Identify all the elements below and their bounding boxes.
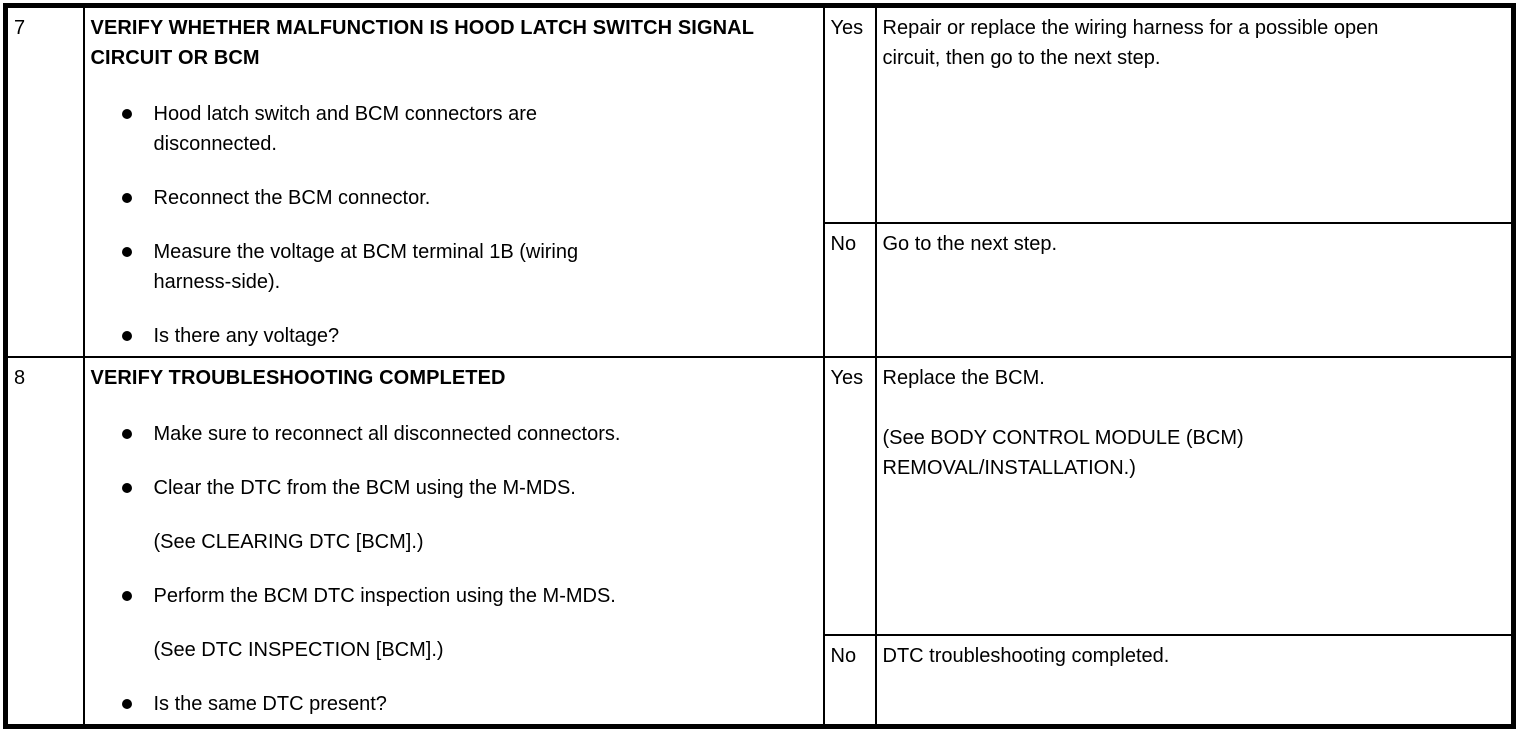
result-text: Repair or replace the wiring harness for… [882, 17, 1379, 69]
step7-number-cell: 7 [4, 4, 85, 358]
step8-number-cell: 8 [4, 356, 85, 728]
table-row: No DTC troubleshooting completed. [6, 634, 1515, 728]
list-item-text: Perform the BCM DTC inspection using the… [153, 585, 616, 607]
list-item: Perform the BCM DTC inspection using the… [121, 581, 817, 611]
bullet-icon [121, 247, 132, 257]
table-row: 8 VERIFY TROUBLESHOOTING COMPLETED Make … [4, 355, 1515, 728]
step7-yes-action-cell: Repair or replace the wiring harness for… [874, 4, 1515, 225]
bullet-icon [121, 483, 132, 493]
step7-title: VERIFY WHETHER MALFUNCTION IS HOOD LATCH… [90, 17, 754, 69]
list-item-text: Measure the voltage at BCM terminal 1B (… [153, 241, 579, 293]
step8-no-action-cell: DTC troubleshooting completed. [874, 634, 1515, 728]
list-item: Hood latch switch and BCM connectors are… [121, 99, 817, 159]
diagnostic-troubleshooting-table: 7 VERIFY WHETHER MALFUNCTION IS HOOD LAT… [3, 3, 1516, 729]
list-item-text: Reconnect the BCM connector. [153, 187, 431, 209]
bullet-icon [121, 591, 132, 601]
step7-inspection-cell: VERIFY WHETHER MALFUNCTION IS HOOD LATCH… [82, 4, 825, 358]
list-item-text: Is the same DTC present? [153, 693, 387, 715]
list-item: Measure the voltage at BCM terminal 1B (… [121, 237, 817, 297]
table-row: No Go to the next step. [6, 222, 1515, 358]
list-item-text: Is there any voltage? [153, 325, 340, 347]
table-row: 7 VERIFY WHETHER MALFUNCTION IS HOOD LAT… [4, 4, 1515, 358]
list-item: Clear the DTC from the BCM using the M-M… [121, 473, 817, 503]
see-reference-line: (See BODY CONTROL MODULE (BCM) REMOVAL/I… [882, 427, 1244, 479]
bullet-icon [121, 331, 132, 341]
list-item: Make sure to reconnect all disconnected … [121, 419, 817, 449]
result-text: DTC troubleshooting completed. [882, 645, 1170, 668]
list-item: Reconnect the BCM connector. [121, 183, 817, 213]
bullet-icon [121, 193, 132, 203]
list-item-text: Hood latch switch and BCM connectors are… [153, 103, 538, 155]
result-text: Go to the next step. [882, 233, 1058, 256]
bullet-icon [121, 699, 132, 709]
bullet-icon [121, 109, 132, 119]
see-reference-line: (See DTC INSPECTION [BCM].) [153, 639, 444, 661]
result-text: Replace the BCM. [882, 367, 1045, 389]
list-item: Is there any voltage? [121, 321, 817, 351]
step7-no-action-cell: Go to the next step. [874, 222, 1515, 358]
list-item-text: Clear the DTC from the BCM using the M-M… [153, 477, 576, 499]
see-reference-line: (See CLEARING DTC [BCM].) [153, 531, 424, 553]
step7-yes-label-cell: Yes [822, 4, 877, 225]
step8-title: VERIFY TROUBLESHOOTING COMPLETED [90, 367, 506, 389]
list-item: Is the same DTC present? [121, 689, 817, 719]
step7-no-label-cell: No [822, 222, 877, 358]
step8-inspection-cell: VERIFY TROUBLESHOOTING COMPLETED Make su… [82, 356, 825, 728]
bullet-icon [121, 429, 132, 439]
list-item-text: Make sure to reconnect all disconnected … [153, 423, 621, 445]
step8-yes-label-cell: Yes [822, 355, 877, 637]
step8-no-label-cell: No [822, 634, 877, 728]
step8-yes-action-cell: Replace the BCM. (See BODY CONTROL MODUL… [874, 355, 1515, 637]
